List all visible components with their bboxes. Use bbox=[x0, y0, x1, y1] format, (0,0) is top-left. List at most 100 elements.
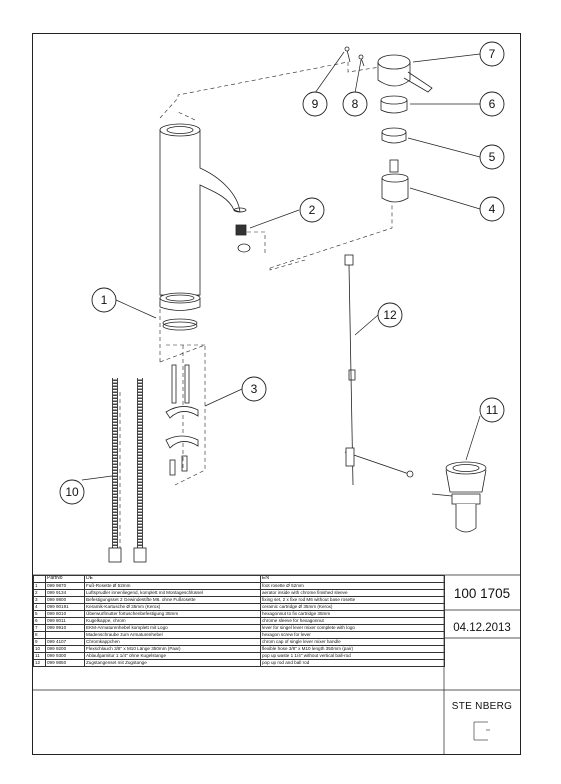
article-number: 100 1705 bbox=[453, 586, 511, 601]
row-partno: 099 8010 bbox=[45, 610, 85, 618]
row-index: 11 bbox=[33, 652, 46, 660]
row-de: Chromkappchen bbox=[84, 638, 261, 646]
callout-8: 8 bbox=[352, 97, 359, 111]
row-de: Ablaufgarnitur 1 1/4" ohne Kugelstange bbox=[84, 652, 261, 660]
hexagon-nut bbox=[381, 127, 407, 144]
row-index: 12 bbox=[33, 659, 46, 667]
callout-labels: 1 2 3 4 5 6 7 8 9 10 11 12 bbox=[65, 47, 498, 499]
flexible-hoses bbox=[108, 378, 147, 563]
row-de: Kugelkappe, chrom bbox=[84, 617, 261, 625]
aerator bbox=[233, 207, 251, 253]
table-header-row: PartNo DE EN bbox=[33, 575, 445, 583]
row-de: EKM-Armaturenhebel komplett mit Logo bbox=[84, 624, 261, 632]
row-partno: 099 9800 bbox=[45, 596, 85, 604]
callout-4-circle bbox=[479, 196, 505, 222]
header-de: DE bbox=[84, 575, 261, 583]
row-en: flexible hose 3/8" x M10 length 350mm (p… bbox=[260, 645, 445, 653]
row-en: pop up waste 1 1/4" without vertical bal… bbox=[260, 652, 445, 660]
row-index: 3 bbox=[33, 596, 46, 604]
row-de: Befestigungsset 2 Gewindestifte M6. ohne… bbox=[84, 596, 261, 604]
callout-1: 1 bbox=[101, 293, 108, 307]
callout-3-circle bbox=[241, 376, 267, 402]
callout-8-circle bbox=[342, 91, 368, 117]
row-partno: 099 9850 bbox=[45, 659, 85, 667]
row-partno: 099 8011 bbox=[45, 617, 85, 625]
drawing-date: 04.12.2013 bbox=[453, 622, 511, 634]
row-en: chrom cap of single lever mixer handle bbox=[260, 638, 445, 646]
callout-circles bbox=[59, 41, 505, 505]
row-partno: 099 9134 bbox=[45, 589, 85, 597]
header-index bbox=[33, 575, 46, 583]
header-partno: PartNo bbox=[45, 575, 85, 583]
row-partno bbox=[45, 631, 85, 639]
row-de: Luftsprudler innenliegend, komplett mit … bbox=[84, 589, 261, 597]
row-en: aerator inside with chrome finished slee… bbox=[260, 589, 445, 597]
callout-10-circle bbox=[59, 479, 85, 505]
row-de: Madenschraube zum Armaturenhebel bbox=[84, 631, 261, 639]
row-partno: 099 4107 bbox=[45, 638, 85, 646]
row-en: ceramic cartridge Ø 35mm (Kerox) bbox=[260, 603, 445, 611]
callout-12: 12 bbox=[383, 308, 397, 322]
row-partno: 099 9200 bbox=[45, 645, 85, 653]
chrome-sleeve bbox=[380, 95, 408, 114]
fixing-set bbox=[165, 364, 199, 476]
row-en: hexagon screw for lever bbox=[260, 631, 445, 639]
row-en: chrome sleeve for hexagonnut bbox=[260, 617, 445, 625]
row-index: 6 bbox=[33, 617, 46, 625]
row-partno: 099 9910 bbox=[45, 624, 85, 632]
callout-1-circle bbox=[91, 287, 117, 313]
callout-7-circle bbox=[479, 41, 505, 67]
faucet-body bbox=[159, 123, 241, 299]
row-index: 2 bbox=[33, 589, 46, 597]
leader-lines bbox=[81, 51, 481, 481]
pop-up-waste bbox=[431, 461, 487, 533]
row-de: Zugstangenset mit Zugstange bbox=[84, 659, 261, 667]
header-en: EN bbox=[260, 575, 445, 583]
callout-7: 7 bbox=[489, 47, 496, 61]
callout-5-circle bbox=[479, 144, 505, 170]
callout-11-circle bbox=[479, 397, 505, 423]
callout-5: 5 bbox=[489, 150, 496, 164]
brand-emblem bbox=[473, 721, 490, 741]
row-de: Überwurfmutter fortuschenbefestigung 35m… bbox=[84, 610, 261, 618]
pop-up-rod bbox=[344, 254, 414, 486]
ceramic-cartridge bbox=[381, 159, 409, 203]
row-index: 9 bbox=[33, 638, 46, 646]
row-index: 5 bbox=[33, 610, 46, 618]
callout-10: 10 bbox=[65, 485, 79, 499]
callout-4: 4 bbox=[489, 202, 496, 216]
callout-3: 3 bbox=[251, 382, 258, 396]
row-en: hexagonnut to fix cartridge 35mm bbox=[260, 610, 445, 618]
row-index: 1 bbox=[33, 582, 46, 590]
screws bbox=[344, 46, 365, 67]
row-en: fixing set, 2 x fixe rod M6 without base… bbox=[260, 596, 445, 604]
callout-2-circle bbox=[299, 197, 325, 223]
callout-11: 11 bbox=[486, 403, 499, 417]
row-partno: 099 9300 bbox=[45, 652, 85, 660]
foot-rosette bbox=[159, 292, 201, 331]
callout-6-circle bbox=[479, 91, 505, 117]
callout-6: 6 bbox=[489, 97, 496, 111]
assembly-lines bbox=[119, 61, 393, 548]
row-de: Flexschlauch 3/8" x M10 Länge 350mm (Paa… bbox=[84, 645, 261, 653]
row-partno: 099 90191 bbox=[45, 603, 85, 611]
row-en: lever for singel lever mixer complete wi… bbox=[260, 624, 445, 632]
row-index: 8 bbox=[33, 631, 46, 639]
callout-2: 2 bbox=[309, 203, 316, 217]
row-en: pop up rod and ball rod bbox=[260, 659, 445, 667]
row-en: foot rosette Ø 52mm bbox=[260, 582, 445, 590]
